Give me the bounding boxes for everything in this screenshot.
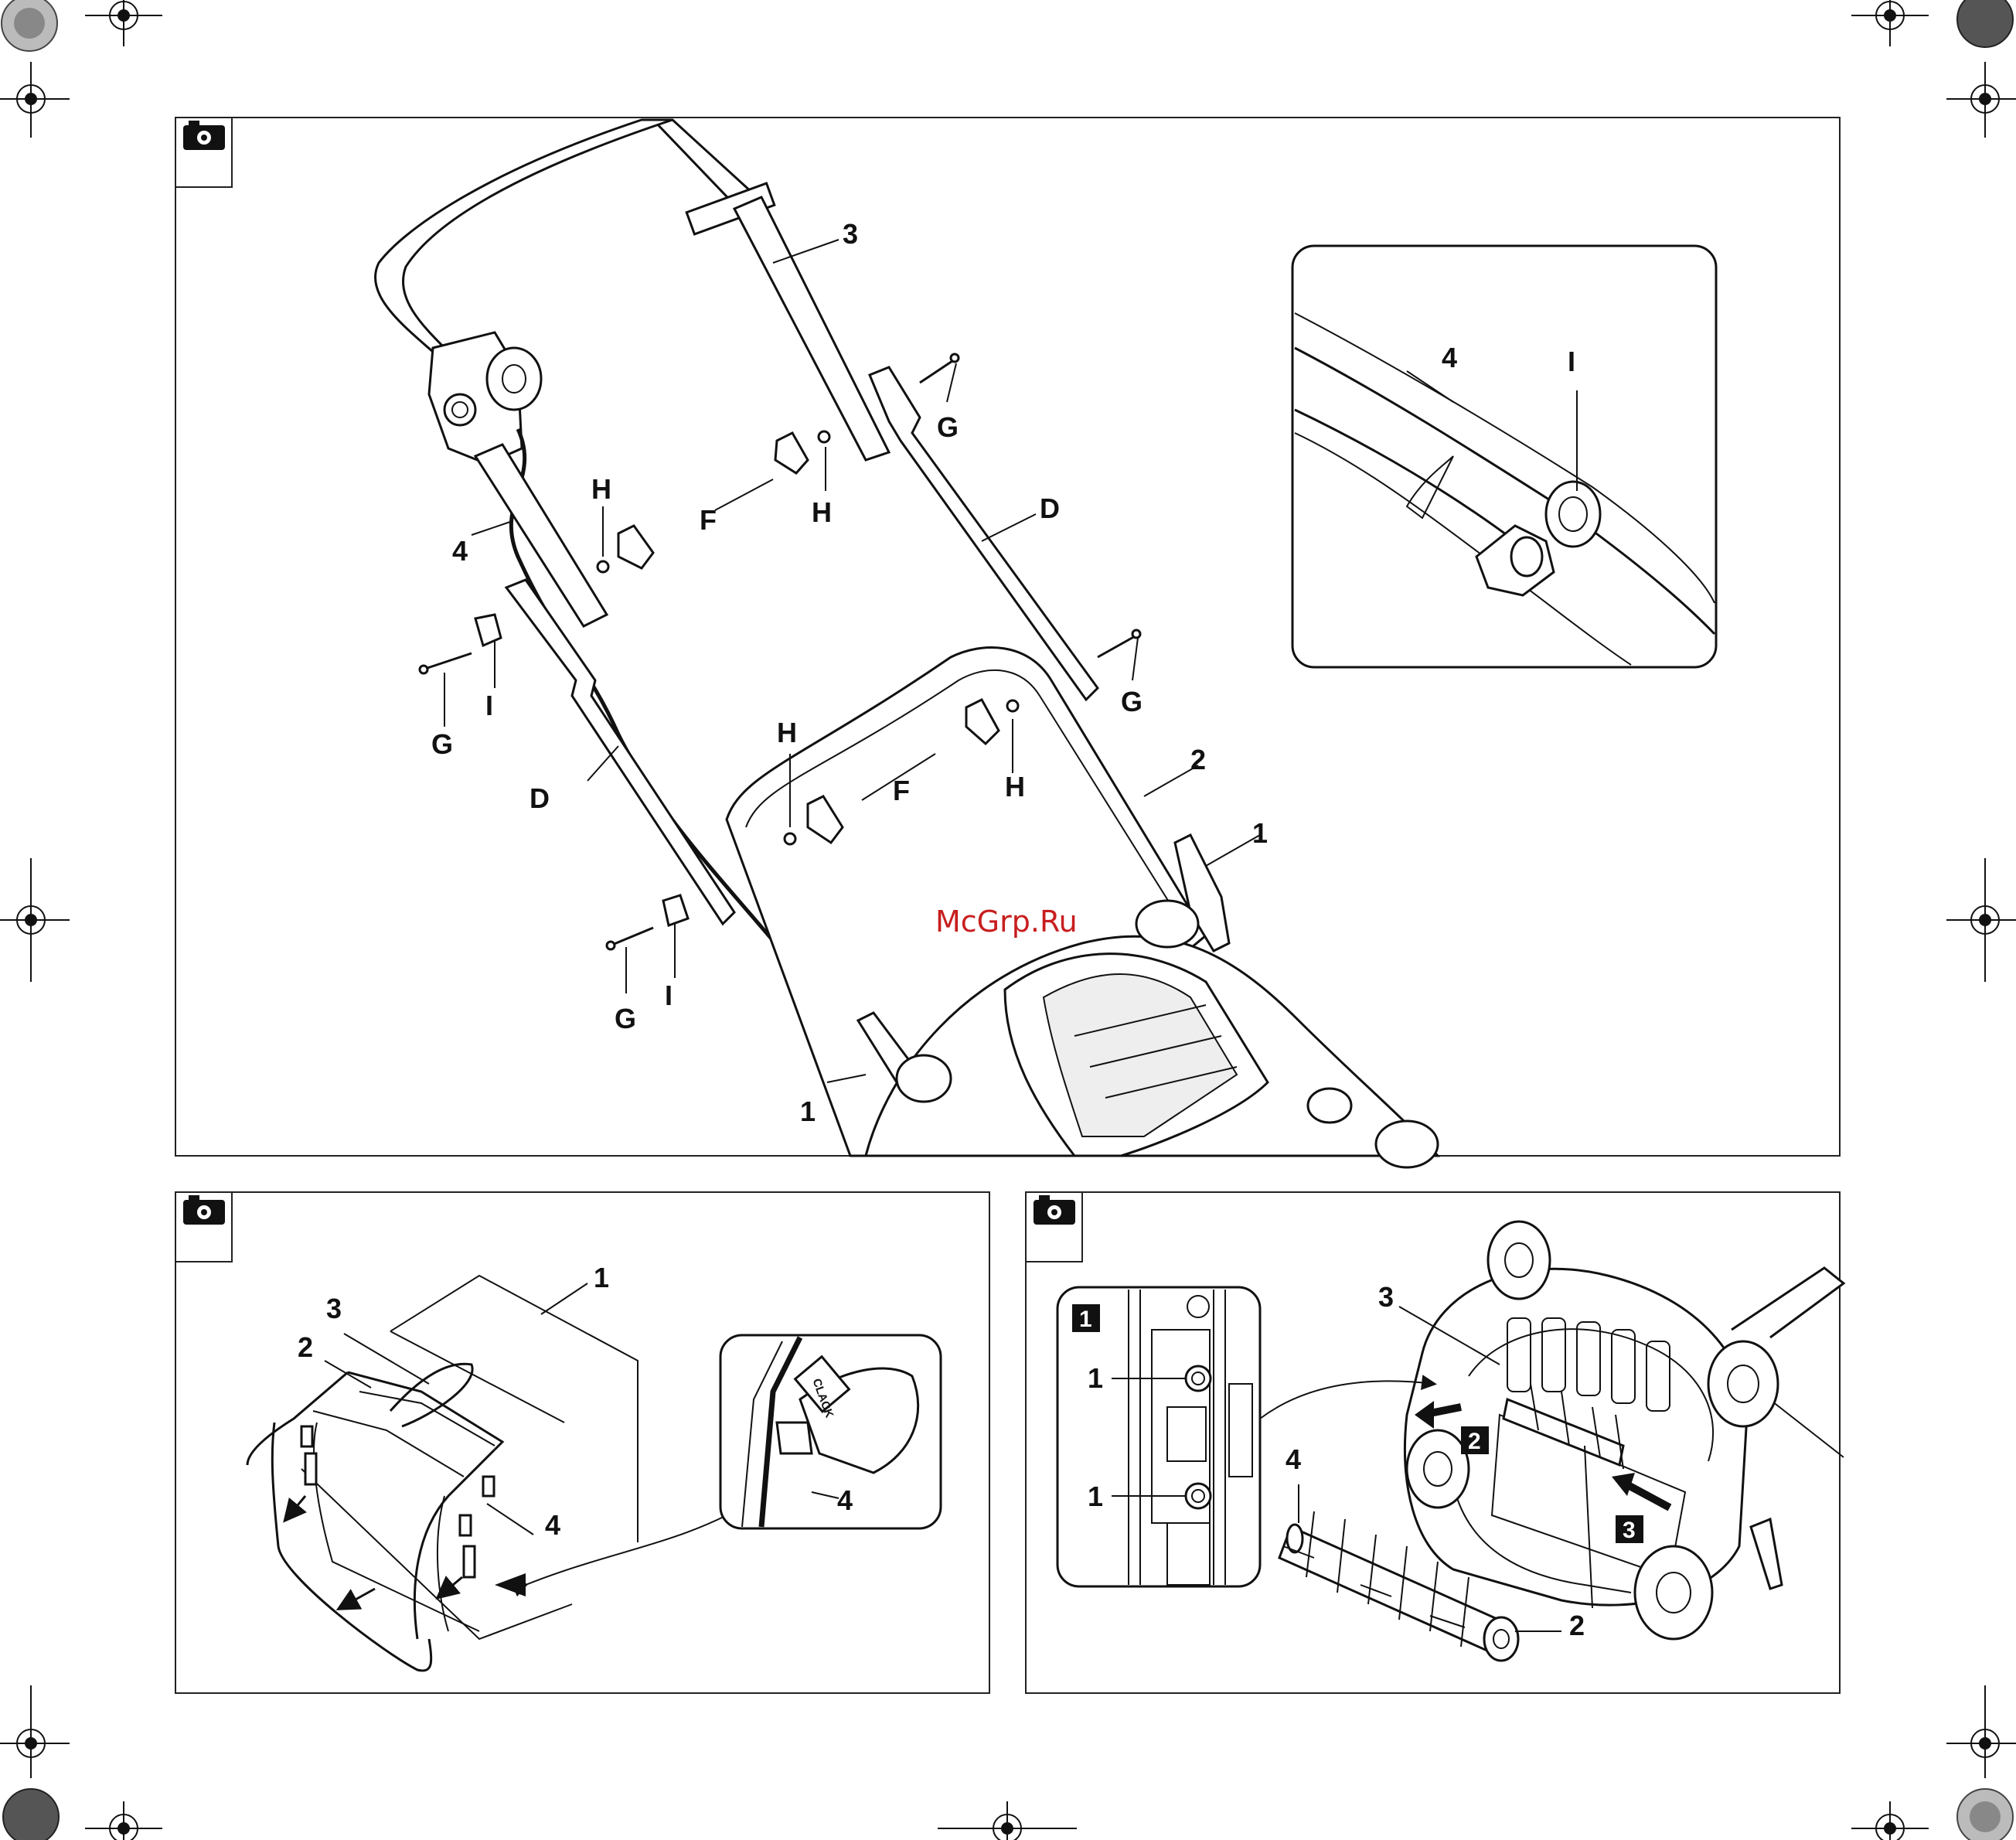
- registration-mark-left-lower: [0, 1685, 70, 1778]
- bolt-g-3: [1098, 630, 1140, 657]
- label-1: 1: [594, 1262, 609, 1293]
- inset-label-4: 4: [837, 1484, 853, 1516]
- registration-mark-bottom-right: [1851, 1801, 1929, 1840]
- registration-mark-top-right: [1851, 0, 1929, 46]
- inset-clack-detail: CLACK 4: [720, 1335, 941, 1528]
- step-2: 2: [1468, 1429, 1481, 1454]
- step-badge-2: 2: [1461, 1426, 1489, 1454]
- washer-h-2: [819, 431, 829, 442]
- knob-f-top: [618, 526, 653, 568]
- color-wheel-top-left: [2, 0, 57, 51]
- step-badge-3: 3: [1616, 1515, 1643, 1543]
- bolt-g-4: [607, 928, 653, 949]
- washer-h-3: [785, 833, 795, 844]
- label-1-left: 1: [800, 1095, 816, 1127]
- panel-roller-replacement: 2 3: [1026, 1192, 1844, 1693]
- registration-mark-left-upper: [0, 62, 70, 138]
- registration-mark-right-upper: [1946, 62, 2016, 138]
- registration-mark-right-mid: [1946, 858, 2016, 982]
- label-d-left: D: [530, 782, 550, 814]
- label-2: 2: [298, 1331, 313, 1363]
- label-2: 2: [1569, 1610, 1585, 1641]
- label-4: 4: [452, 535, 468, 567]
- color-wheel-bottom-left: [3, 1789, 59, 1840]
- camera-icon: [175, 1192, 232, 1262]
- label-h-top-mid: H: [812, 496, 832, 528]
- label-1-right: 1: [1252, 817, 1268, 849]
- bag-frame: [247, 1364, 502, 1671]
- lever-right-hub: [1136, 901, 1198, 947]
- washer-h-4: [1007, 700, 1018, 711]
- registration-mark-bottom-center: [938, 1801, 1077, 1840]
- side-bar-left: [506, 580, 734, 924]
- panel-grass-bag: 1 3 2 4 CLACK 4: [175, 1192, 989, 1693]
- inset-label-1-bottom: 1: [1088, 1481, 1103, 1512]
- wheel-bottom: [1635, 1546, 1712, 1639]
- label-h-mid-right: H: [1005, 771, 1025, 802]
- label-f-top: F: [700, 504, 717, 536]
- screw-top: [1186, 1366, 1211, 1391]
- direction-arrows: [286, 1496, 526, 1608]
- label-g-top-right: G: [937, 411, 959, 443]
- label-f-bottom: F: [893, 775, 910, 806]
- inset-label-1-top: 1: [1088, 1362, 1103, 1394]
- label-3: 3: [843, 218, 858, 250]
- lever-left-hub: [897, 1055, 951, 1102]
- inset-step-1: 1: [1079, 1307, 1092, 1332]
- step-3: 3: [1623, 1518, 1636, 1543]
- camera-icon: [1026, 1192, 1082, 1262]
- inset-label-4: 4: [1442, 342, 1457, 373]
- wheel-left: [1407, 1430, 1469, 1508]
- grass-bag: [301, 1276, 638, 1639]
- leader-lines-bag: [325, 1283, 727, 1585]
- inset-screws-detail: 1 1 1: [1057, 1287, 1260, 1586]
- wheel-right: [1708, 1341, 1778, 1426]
- inset-label-i: I: [1568, 346, 1575, 377]
- label-h-top-left: H: [591, 473, 611, 505]
- washer-h-1: [598, 561, 608, 572]
- label-4: 4: [1286, 1443, 1301, 1475]
- panel-handle-assembly: 3 D G H F H 4 I G G D H F H 2 1 I G 1 Mc…: [175, 118, 1840, 1167]
- label-h-mid: H: [777, 717, 797, 748]
- label-2: 2: [1190, 744, 1206, 775]
- screw-bottom: [1186, 1484, 1211, 1508]
- label-3: 3: [326, 1293, 342, 1324]
- registration-mark-bottom-left: [85, 1801, 162, 1840]
- registration-mark-right-lower: [1946, 1685, 2016, 1778]
- knob-f-top-right: [775, 433, 808, 473]
- label-d-right: D: [1040, 492, 1060, 524]
- registration-mark-top-left: [85, 0, 162, 46]
- label-i-bottom: I: [665, 980, 673, 1011]
- inset-clip-detail: 4 I: [1292, 246, 1716, 667]
- watermark: McGrp.Ru: [935, 905, 1078, 939]
- bolt-g-1: [420, 653, 472, 673]
- label-g-right-mid: G: [1121, 686, 1143, 717]
- clip-i-left: [475, 615, 501, 646]
- label-g-bottom: G: [615, 1003, 636, 1034]
- label-4: 4: [545, 1509, 560, 1541]
- label-g-top-left: G: [431, 728, 453, 760]
- label-3: 3: [1378, 1281, 1394, 1313]
- color-wheel-top-right: [1957, 0, 2013, 47]
- color-wheel-bottom-right: [1957, 1789, 2013, 1840]
- wheel-top-left: [1488, 1222, 1550, 1299]
- clip-i-bottom: [663, 895, 688, 925]
- label-i-left: I: [485, 690, 493, 721]
- registration-mark-left-mid: [0, 858, 70, 982]
- camera-icon: [175, 118, 232, 187]
